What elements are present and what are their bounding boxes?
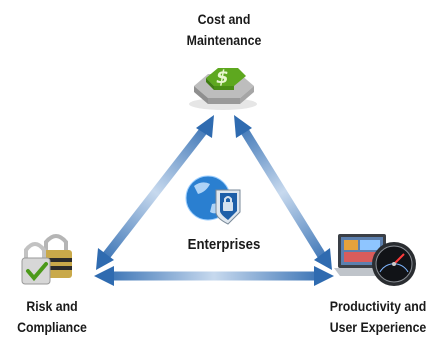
node-label-risk-compliance: Risk and Compliance: [0, 296, 105, 338]
dollar-puzzle-icon: $: [189, 67, 257, 110]
label-line: Risk and: [26, 298, 78, 314]
label-line: User Experience: [329, 319, 427, 335]
arrow-top-right: [234, 115, 332, 270]
node-label-cost-maintenance: Cost and Maintenance: [162, 9, 285, 51]
svg-text:$: $: [214, 67, 230, 88]
arrow-top-left: [96, 115, 214, 270]
center-label-enterprises: Enterprises: [187, 236, 261, 253]
padlocks-icon: [21, 234, 72, 285]
globe-lock-icon: [185, 175, 241, 225]
label-line: Productivity and: [329, 298, 427, 314]
label-line: Maintenance: [186, 32, 262, 48]
arrow-bottom: [94, 266, 334, 286]
label-line: Compliance: [17, 319, 87, 335]
label-line: Cost and: [197, 11, 251, 27]
node-label-productivity-ux: Productivity and User Experience: [308, 296, 448, 338]
laptop-speedometer-icon: [334, 234, 416, 286]
